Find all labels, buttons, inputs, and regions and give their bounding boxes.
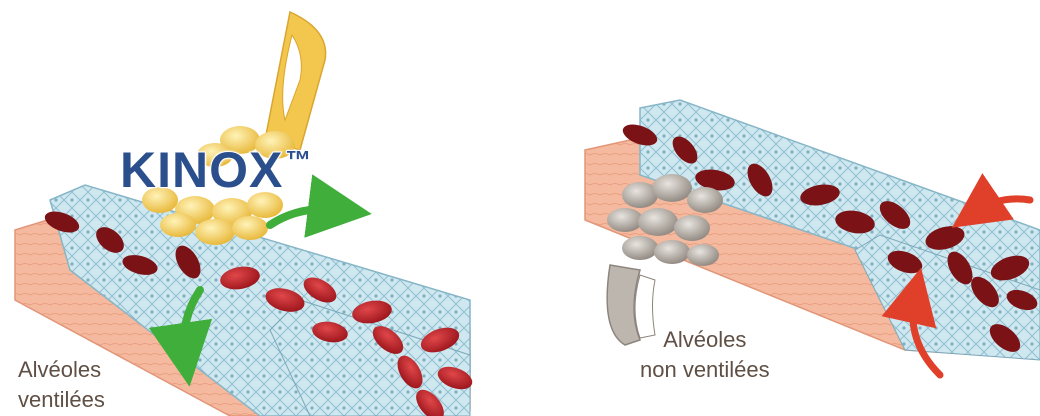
trademark-symbol: ™ <box>285 145 312 175</box>
label-non-ventilated-line2: non ventilées <box>640 355 770 385</box>
label-ventilated: Alvéoles ventilées <box>18 355 105 415</box>
label-ventilated-line2: ventilées <box>18 385 105 415</box>
red-arrow-top-icon <box>975 199 1030 212</box>
label-non-ventilated-line1: Alvéoles <box>640 325 770 355</box>
non-ventilated-alveole <box>607 174 723 345</box>
label-non-ventilated: Alvéoles non ventilées <box>640 325 770 385</box>
label-ventilated-line1: Alvéoles <box>18 355 105 385</box>
brand-logo: KINOX™ <box>120 145 312 195</box>
brand-name: KINOX <box>120 142 283 198</box>
